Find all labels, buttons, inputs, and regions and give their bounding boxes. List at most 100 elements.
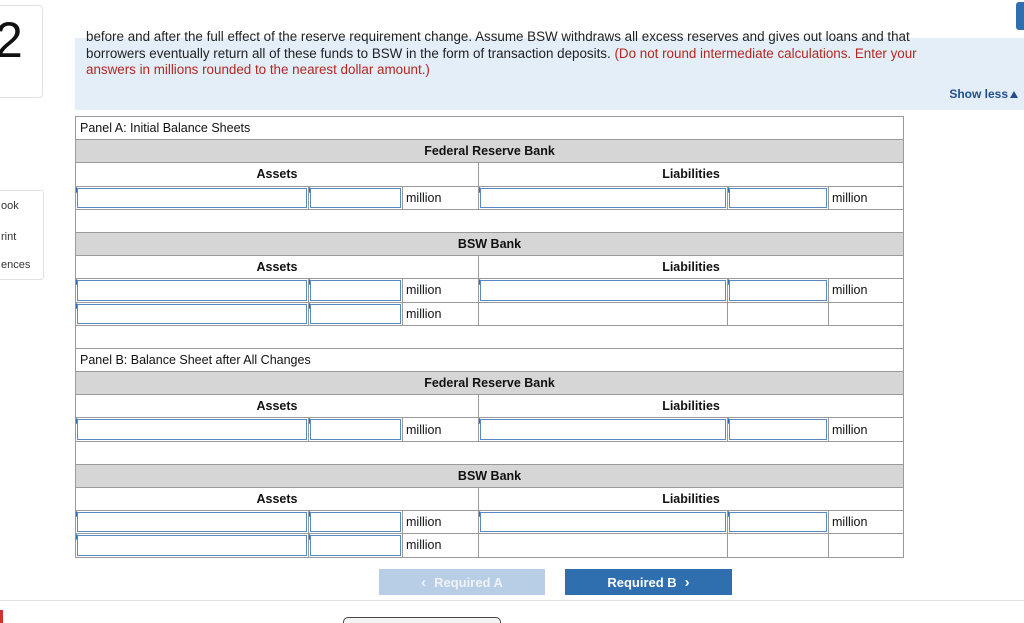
- a-fed-asset-label-input[interactable]: [77, 187, 307, 208]
- required-a-label: Required A: [434, 574, 503, 590]
- a-bsw-asset1-label-cell[interactable]: [75, 278, 309, 303]
- a-fed-liab-label-input[interactable]: [480, 187, 726, 208]
- triangle-up-icon: [1010, 91, 1018, 98]
- b-bsw-asset2-value-input[interactable]: [310, 535, 401, 556]
- bottom-scroll-bar[interactable]: [343, 617, 501, 623]
- a-fed-asset-value-input[interactable]: [310, 187, 401, 208]
- unit-label: million: [402, 185, 479, 210]
- b-bsw-asset2-value-cell[interactable]: [308, 533, 403, 558]
- panel-b-bsw-liabilities-header: Liabilities: [477, 486, 905, 512]
- b-bsw-asset1-value-input[interactable]: [310, 512, 401, 533]
- unit-label: million: [827, 510, 905, 535]
- instructions-banner: before and after the full effect of the …: [75, 29, 1024, 110]
- panel-a-bsw-assets-header: Assets: [75, 255, 479, 280]
- question-number: 2: [0, 12, 23, 68]
- red-indicator: [0, 610, 3, 623]
- unit-label: million: [827, 278, 905, 303]
- empty-cell: [827, 301, 905, 326]
- b-fed-asset-label-cell[interactable]: [75, 417, 309, 442]
- banner-cut-line: before and after the full effect of the …: [86, 29, 910, 44]
- side-tool-menu: ook rint ences: [0, 190, 44, 280]
- banner-line-1: borrowers eventually return all of these…: [86, 46, 917, 62]
- side-item-references[interactable]: ences: [1, 259, 31, 271]
- a-bsw-asset2-value-cell[interactable]: [308, 301, 403, 326]
- b-fed-asset-value-input[interactable]: [310, 419, 401, 440]
- unit-label: million: [402, 510, 479, 535]
- footer-divider: [0, 600, 1024, 601]
- b-bsw-liab-value-input[interactable]: [729, 512, 827, 533]
- panel-a-fed-liabilities-header: Liabilities: [477, 162, 905, 187]
- spacer-row: [74, 324, 905, 349]
- balance-sheet-table: Panel A: Initial Balance Sheets Federal …: [74, 115, 905, 558]
- a-fed-liab-value-cell[interactable]: [727, 185, 829, 210]
- panel-b-bsw-assets-header: Assets: [75, 486, 479, 512]
- spacer-row: [74, 440, 905, 465]
- a-bsw-asset2-label-input[interactable]: [77, 303, 307, 324]
- unit-label: million: [827, 417, 905, 442]
- a-bsw-liab-value-cell[interactable]: [727, 278, 829, 303]
- side-item-ebook[interactable]: ook: [1, 200, 19, 212]
- b-bsw-liab-value-cell[interactable]: [727, 510, 829, 535]
- empty-cell: [478, 301, 728, 326]
- required-b-label: Required B: [607, 574, 677, 590]
- show-less-link[interactable]: Show less: [949, 87, 1018, 101]
- unit-label: million: [827, 185, 905, 210]
- panel-b-fed-liabilities-header: Liabilities: [477, 394, 905, 419]
- b-bsw-asset1-value-cell[interactable]: [308, 510, 403, 535]
- a-fed-asset-value-cell[interactable]: [308, 185, 403, 210]
- panel-a-fed-header: Federal Reserve Bank: [74, 139, 905, 164]
- b-fed-liab-value-cell[interactable]: [727, 417, 829, 442]
- b-bsw-asset1-label-input[interactable]: [77, 512, 307, 533]
- b-bsw-liab-label-input[interactable]: [480, 512, 726, 533]
- b-fed-asset-value-cell[interactable]: [308, 417, 403, 442]
- a-bsw-asset1-label-input[interactable]: [77, 280, 307, 301]
- a-fed-liab-value-input[interactable]: [729, 187, 827, 208]
- grid-dots-icon[interactable]: ▪▪▪: [608, 620, 617, 623]
- b-fed-liab-label-input[interactable]: [480, 419, 726, 440]
- panel-b-fed-assets-header: Assets: [75, 394, 479, 419]
- empty-cell: [827, 533, 905, 558]
- a-bsw-asset2-value-input[interactable]: [310, 303, 401, 324]
- chevron-left-icon: ‹: [421, 573, 427, 591]
- banner-line-2-hint: answers in millions rounded to the neare…: [86, 62, 430, 77]
- b-bsw-asset1-label-cell[interactable]: [75, 510, 309, 535]
- show-less-label: Show less: [949, 87, 1008, 101]
- a-bsw-liab-value-input[interactable]: [729, 280, 827, 301]
- b-bsw-asset2-label-input[interactable]: [77, 535, 307, 556]
- b-bsw-asset2-label-cell[interactable]: [75, 533, 309, 558]
- spacer-row: [74, 208, 905, 233]
- unit-label: million: [402, 417, 479, 442]
- panel-a-bsw-header: BSW Bank: [74, 231, 905, 257]
- panel-b-title: Panel B: Balance Sheet after All Changes: [74, 347, 905, 373]
- a-fed-liab-label-cell[interactable]: [478, 185, 728, 210]
- side-item-print[interactable]: rint: [1, 231, 17, 243]
- panel-a-fed-assets-header: Assets: [75, 162, 479, 187]
- corner-button[interactable]: [1016, 2, 1024, 30]
- panel-a-title: Panel A: Initial Balance Sheets: [74, 115, 905, 141]
- empty-cell: [727, 533, 829, 558]
- a-bsw-liab-label-input[interactable]: [480, 280, 726, 301]
- a-bsw-asset1-value-input[interactable]: [310, 280, 401, 301]
- panel-a-bsw-liabilities-header: Liabilities: [477, 255, 905, 280]
- a-bsw-asset1-value-cell[interactable]: [308, 278, 403, 303]
- a-bsw-liab-label-cell[interactable]: [478, 278, 728, 303]
- b-fed-liab-label-cell[interactable]: [478, 417, 728, 442]
- panel-b-bsw-header: BSW Bank: [74, 463, 905, 489]
- required-b-button[interactable]: Required B ›: [565, 569, 732, 595]
- empty-cell: [478, 533, 728, 558]
- unit-label: million: [402, 278, 479, 303]
- b-fed-liab-value-input[interactable]: [729, 419, 827, 440]
- question-number-card: 2: [0, 5, 43, 98]
- chevron-right-icon: ›: [684, 573, 690, 591]
- panel-b-fed-header: Federal Reserve Bank: [74, 371, 905, 396]
- empty-cell: [727, 301, 829, 326]
- unit-label: million: [402, 533, 479, 558]
- a-bsw-asset2-label-cell[interactable]: [75, 301, 309, 326]
- a-fed-asset-label-cell[interactable]: [75, 185, 309, 210]
- banner-line-1-hint: (Do not round intermediate calculations.…: [614, 46, 917, 61]
- b-bsw-liab-label-cell[interactable]: [478, 510, 728, 535]
- b-fed-asset-label-input[interactable]: [77, 419, 307, 440]
- banner-line-1-text: borrowers eventually return all of these…: [86, 46, 615, 61]
- required-a-button[interactable]: ‹ Required A: [379, 569, 545, 595]
- unit-label: million: [402, 301, 479, 326]
